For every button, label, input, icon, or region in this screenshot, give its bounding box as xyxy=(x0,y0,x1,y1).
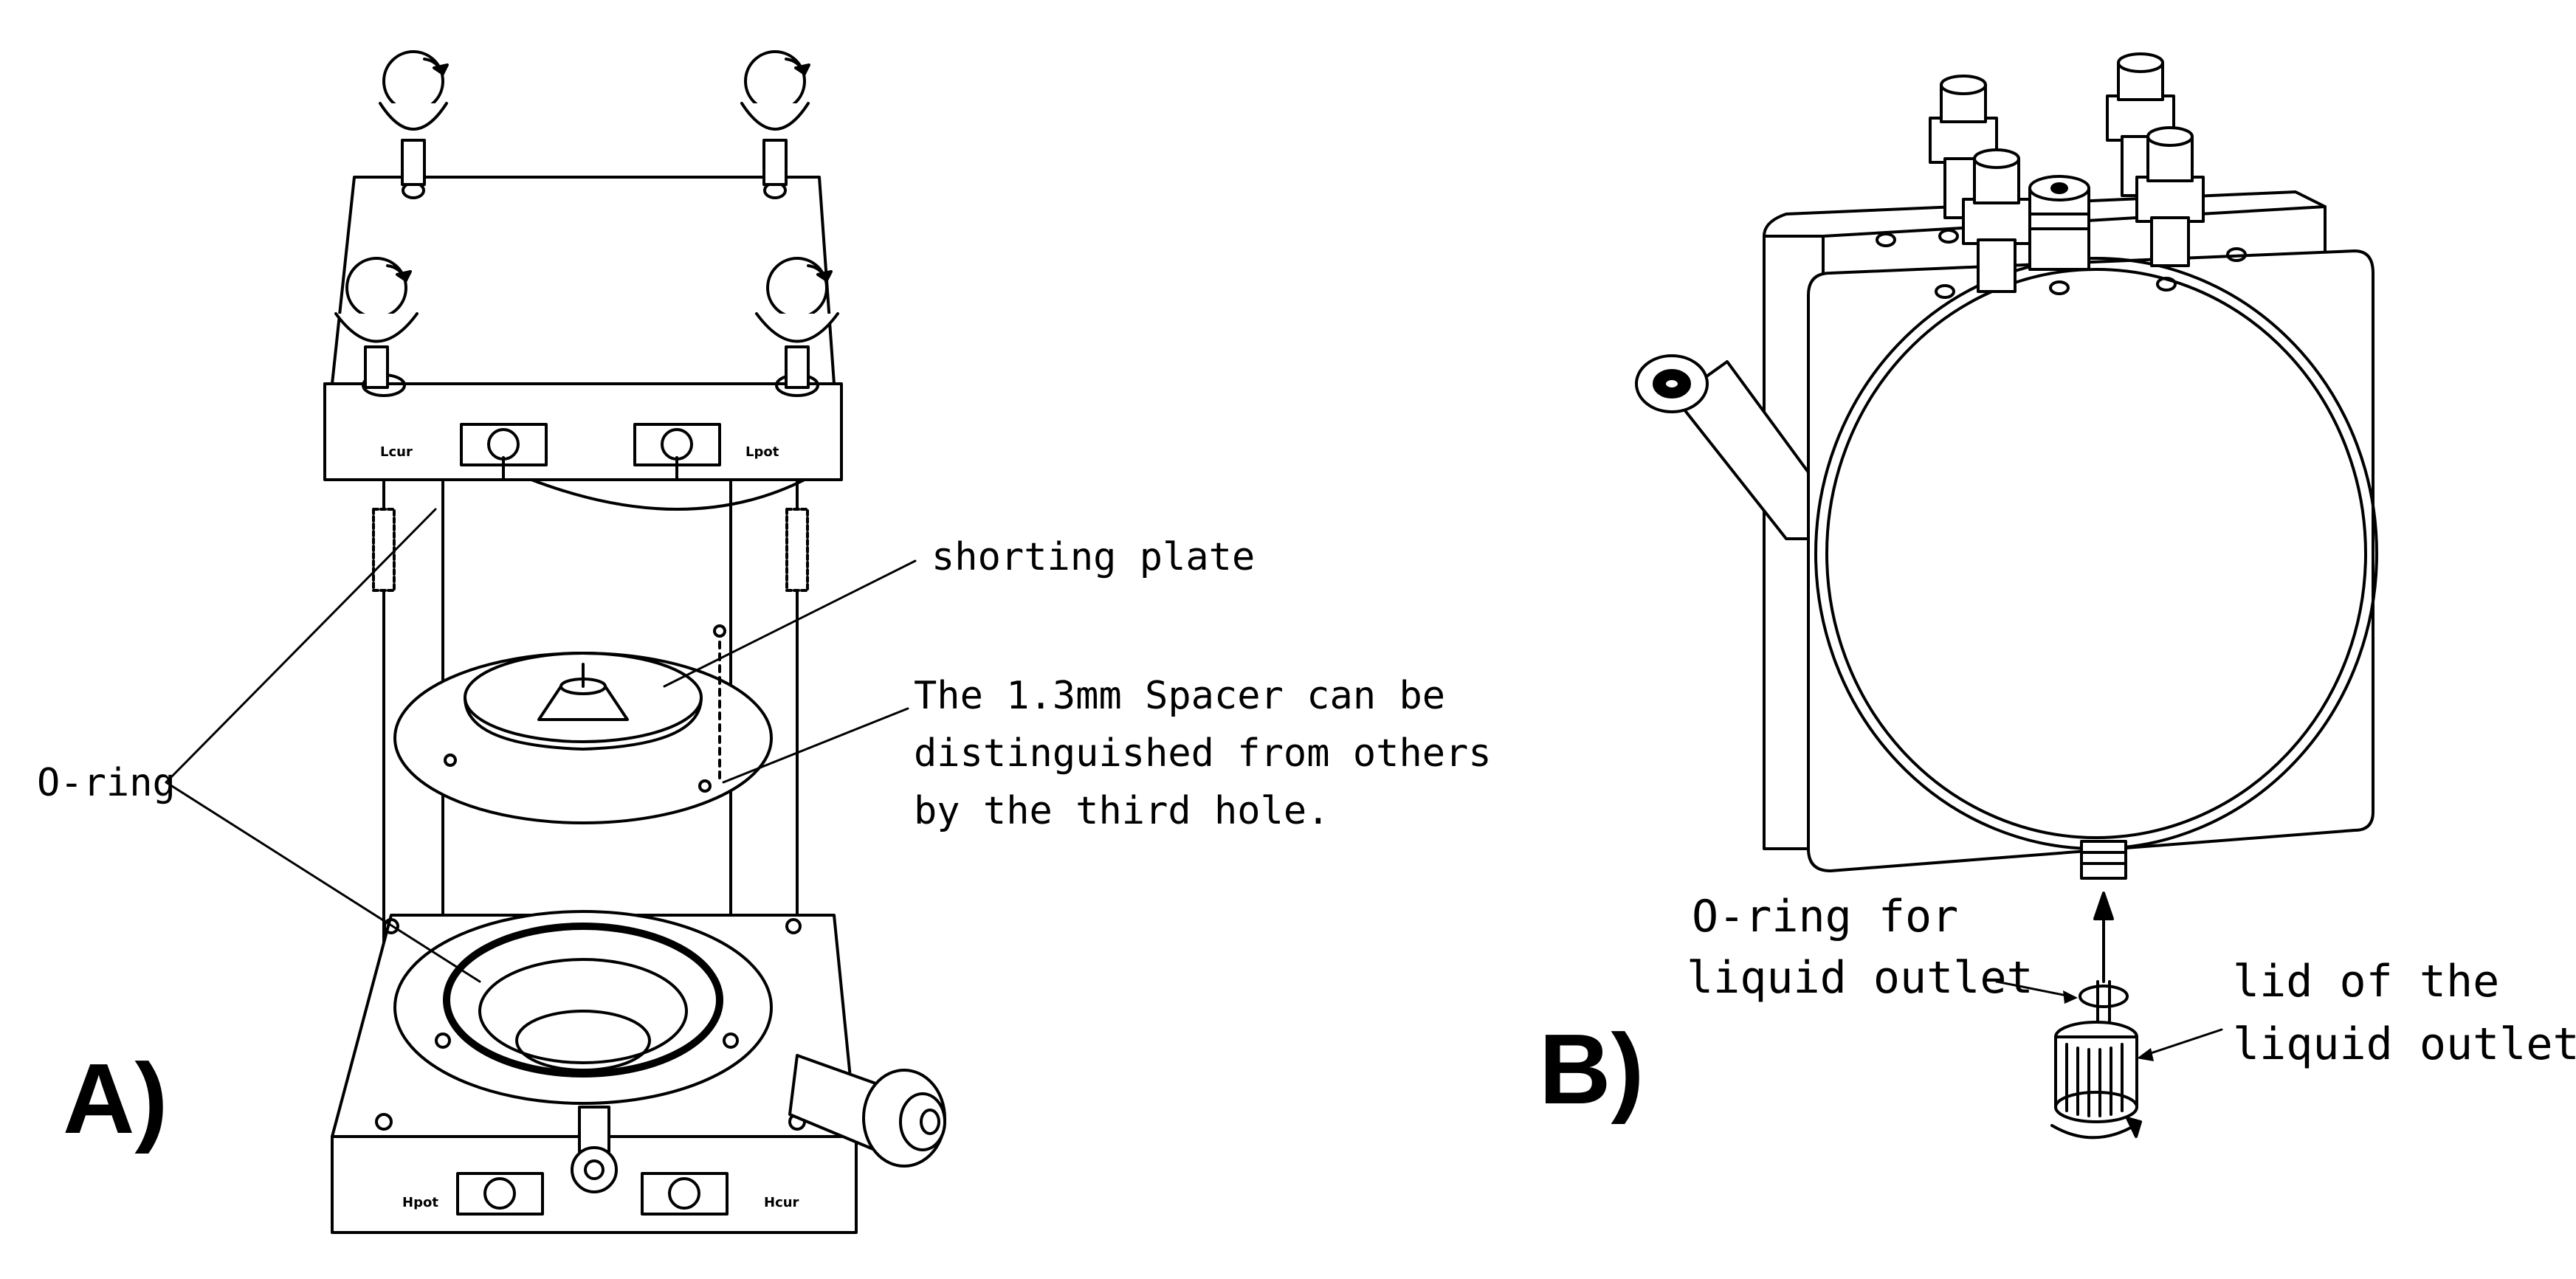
top-center-port xyxy=(2028,175,2090,271)
leader-lines-panel-a xyxy=(165,508,917,983)
wing-nut-top-right xyxy=(740,50,810,186)
callout-shorting-plate: shorting plate xyxy=(931,535,1255,579)
leader-lines-panel-b xyxy=(1995,980,2223,1061)
connector-label-bottom-left: Hpot xyxy=(402,1195,438,1210)
panel-label-a: A) xyxy=(63,1043,168,1154)
connector-label-top-left: Lcur xyxy=(380,444,413,460)
outlet-arrow xyxy=(2093,892,2114,983)
top-bolt-holes xyxy=(1876,229,2247,299)
callout-lid-line-1: lid of the xyxy=(2233,956,2499,1007)
front-valve xyxy=(571,1106,618,1193)
connector-top-left xyxy=(460,423,548,481)
callout-o-ring-outlet-line-1: O-ring for xyxy=(1692,891,1958,942)
callout-spacer-line-3: by the third hole. xyxy=(914,789,1330,833)
panel-label-b: B) xyxy=(1539,1013,1644,1125)
bnc-connector-4 xyxy=(2135,126,2205,267)
front-plate xyxy=(1807,249,2374,872)
connector-bottom-right xyxy=(641,1172,729,1216)
wing-nut-front-right xyxy=(755,257,839,389)
wing-nut-front-left xyxy=(334,257,419,389)
shorting-plate xyxy=(537,663,629,721)
callout-o-ring-outlet-line-2: liquid outlet xyxy=(1687,952,2033,1004)
liquid-outlet-stub xyxy=(2080,840,2127,880)
panel-a-cell-assembly: Lcur Lpot xyxy=(165,50,946,1234)
bnc-connector-3 xyxy=(1962,148,2031,293)
wing-nut-top-left xyxy=(379,50,449,186)
callout-spacer-line-2: distinguished from others xyxy=(914,731,1492,776)
callout-o-ring: O-ring xyxy=(37,761,176,805)
spacer-ring xyxy=(393,624,773,824)
side-nozzle xyxy=(1635,354,1810,540)
connector-bottom-left xyxy=(456,1172,544,1216)
top-clamp-plate xyxy=(323,176,843,511)
panel-b-flow-cell xyxy=(1635,52,2378,1140)
outlet-lid xyxy=(2050,1021,2142,1140)
connector-top-right xyxy=(633,423,721,481)
connector-label-top-right: Lpot xyxy=(745,444,779,460)
connector-label-bottom-right: Hcur xyxy=(764,1195,799,1210)
callout-lid-line-2: liquid outlet xyxy=(2233,1018,2576,1070)
callout-spacer-line-1: The 1.3mm Spacer can be xyxy=(914,674,1445,718)
side-inlet xyxy=(788,1054,946,1168)
